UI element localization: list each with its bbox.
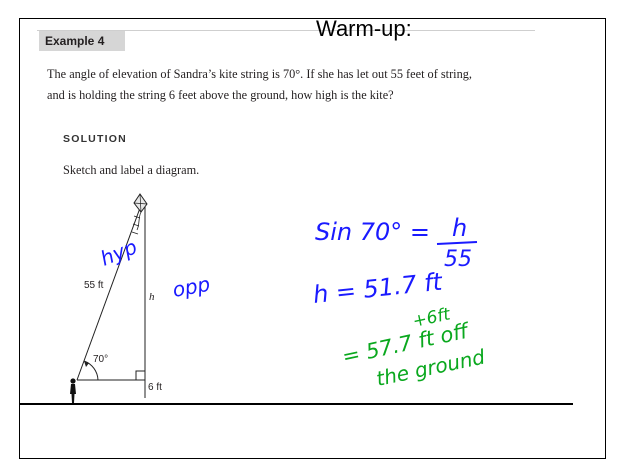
problem-line-2: and is holding the string 6 feet above t… — [47, 88, 394, 102]
string-length-label: 55 ft — [84, 280, 104, 291]
kite-string-line — [76, 207, 141, 381]
person-icon — [70, 378, 76, 403]
fraction-bar — [436, 241, 478, 245]
equation-numerator: h — [452, 214, 467, 242]
ground-height-label: 6 ft — [148, 382, 162, 393]
problem-line-1: The angle of elevation of Sandra’s kite … — [47, 67, 472, 81]
height-label: h — [149, 291, 155, 303]
equation-denominator: 55 — [444, 247, 472, 272]
example-label: Example 4 — [39, 31, 125, 51]
opp-annotation: opp — [171, 272, 212, 302]
warmup-title: Warm-up: — [316, 16, 412, 41]
result-annotation: h = 51.7 ft — [312, 267, 445, 309]
solution-heading: SOLUTION — [63, 133, 127, 145]
slide-frame — [19, 18, 606, 459]
problem-text: The angle of elevation of Sandra’s kite … — [47, 64, 567, 106]
angle-label: 70° — [93, 354, 108, 365]
angle-arrow-icon — [84, 361, 89, 367]
solution-instruction: Sketch and label a diagram. — [63, 163, 200, 177]
hyp-annotation: hyp — [97, 234, 140, 270]
header-rule — [37, 30, 535, 31]
ground-line — [20, 403, 573, 405]
right-angle-marker — [135, 370, 145, 380]
kite-tail — [136, 211, 142, 231]
equation-lhs: Sin 70° = — [315, 218, 430, 246]
